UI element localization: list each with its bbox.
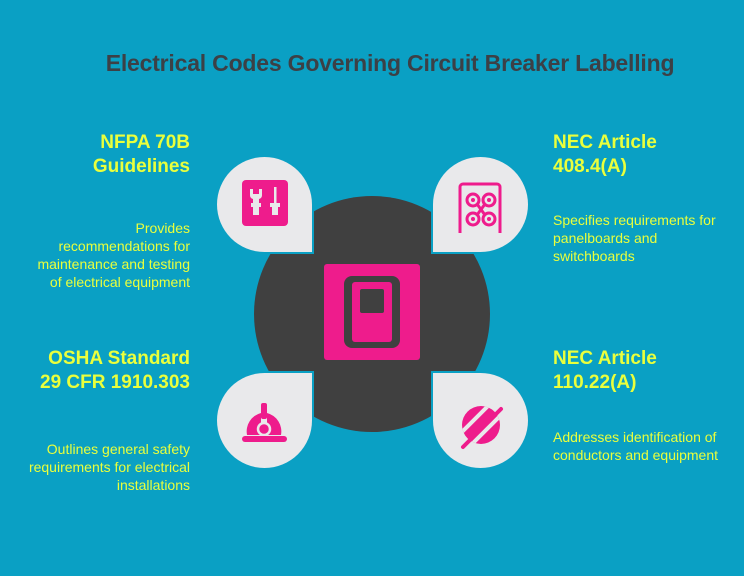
item-heading-nec-408: NEC Article 408.4(A) [553,132,657,177]
item-description-osha: Outlines general safety requirements for… [28,441,190,493]
item-heading-nec-110: NEC Article 110.22(A) [553,348,657,393]
item-description-nec-408: Specifies requirements for panelboards a… [553,212,716,264]
page-title: Electrical Codes Governing Circuit Break… [105,50,675,76]
petal-nec-110 [433,373,528,468]
hard-hat-icon [242,403,287,442]
item-heading-nfpa-70b: NFPA 70B Guidelines [92,132,190,177]
petal-nfpa-70b [217,157,312,252]
conductor-identification-icon [461,406,503,449]
tools-icon [242,180,288,226]
item-description-nfpa-70b: Provides recommendations for maintenance… [37,220,190,290]
circuit-breaker-icon [324,264,420,360]
petal-nec-408 [433,157,528,252]
panelboard-icon [458,182,502,233]
item-description-nec-110: Addresses identification of conductors a… [553,429,718,463]
petal-osha [217,373,312,468]
item-heading-osha: OSHA Standard 29 CFR 1910.303 [40,348,190,393]
